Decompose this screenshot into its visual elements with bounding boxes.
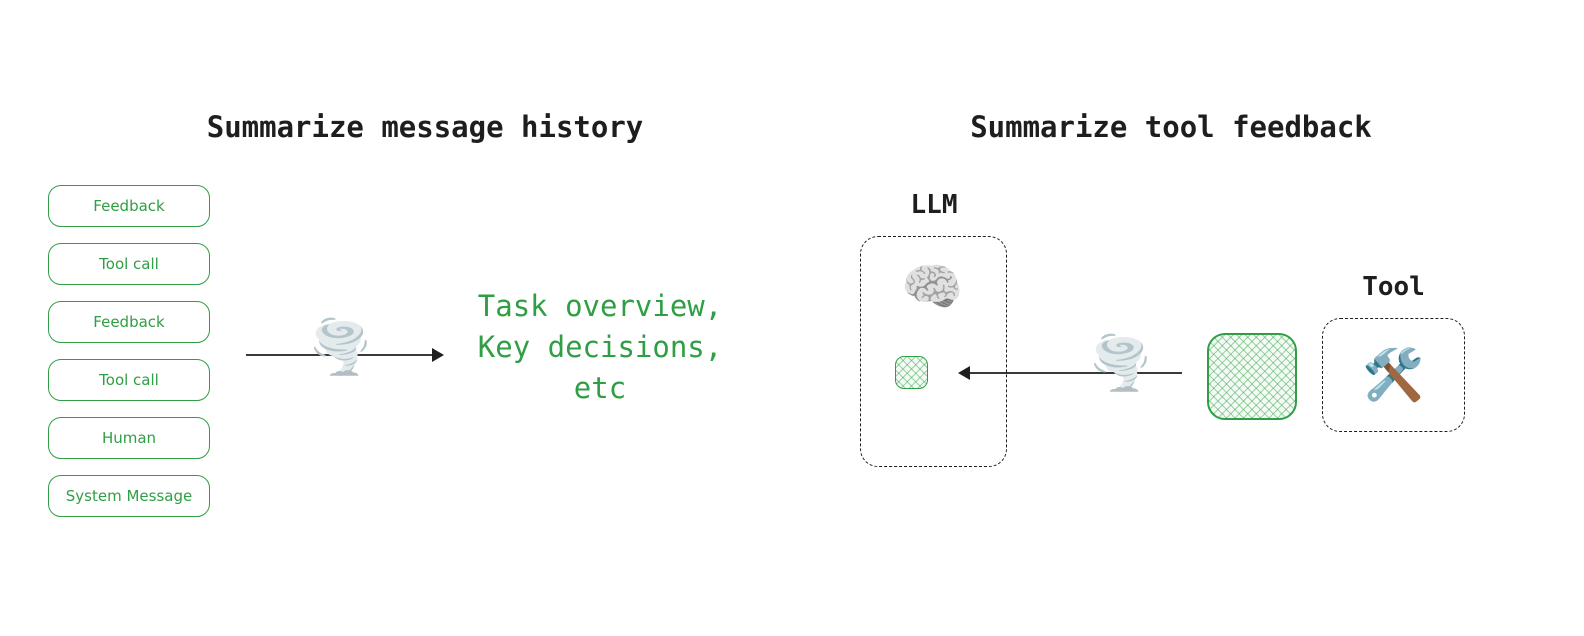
- message-history-stack: Feedback Tool call Feedback Tool call Hu…: [48, 185, 210, 517]
- summary-line: etc: [573, 371, 627, 405]
- summary-line: Key decisions,: [477, 330, 723, 364]
- summary-line: Task overview,: [477, 289, 723, 323]
- message-label: Feedback: [93, 313, 165, 331]
- tornado-icon: 🌪️: [308, 318, 373, 378]
- tool-label: Tool: [1362, 272, 1425, 302]
- message-box-tool-call-1: Tool call: [48, 243, 210, 285]
- tool-feedback-block: [1207, 333, 1297, 420]
- message-box-tool-call-2: Tool call: [48, 359, 210, 401]
- message-label: Feedback: [93, 197, 165, 215]
- hammer-wrench-icon: 🛠️: [1362, 346, 1425, 404]
- right-section-title: Summarize tool feedback: [970, 110, 1372, 144]
- right-flow-arrow: [958, 366, 1182, 380]
- message-box-feedback-2: Feedback: [48, 301, 210, 343]
- message-box-feedback-1: Feedback: [48, 185, 210, 227]
- tornado-icon: 🌪️: [1088, 334, 1153, 394]
- message-box-human: Human: [48, 417, 210, 459]
- summarized-feedback-chip: [895, 356, 928, 389]
- left-flow-arrow: [246, 348, 444, 362]
- llm-label: LLM: [910, 190, 958, 220]
- message-box-system-message: System Message: [48, 475, 210, 517]
- message-label: Human: [101, 429, 157, 447]
- message-label: Tool call: [99, 255, 159, 273]
- message-label: Tool call: [99, 371, 159, 389]
- message-label: System Message: [65, 487, 193, 505]
- brain-icon: 🧠: [901, 258, 964, 316]
- left-section-title: Summarize message history: [206, 110, 644, 144]
- tool-box: [1322, 318, 1465, 432]
- llm-box: [860, 236, 1007, 467]
- summary-result-text: Task overview, Key decisions, etc: [452, 286, 748, 409]
